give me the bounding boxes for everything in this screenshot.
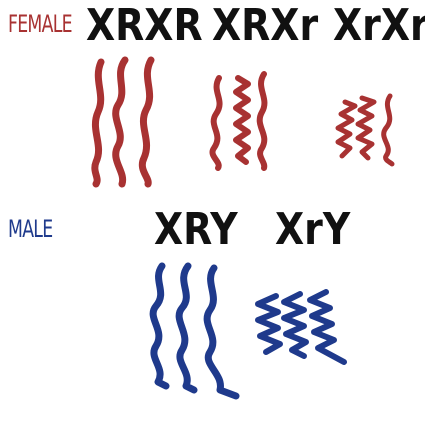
genotype-female-homozygous-recessive: XrXr (333, 0, 425, 51)
chromosome-x-short (255, 293, 283, 355)
chromosome-group-male-xry-rec (255, 289, 347, 365)
male-label: MALE (8, 215, 53, 243)
chromosome-x-short (355, 95, 377, 161)
chromosome-group-female-xrxr-het (209, 71, 268, 171)
genotype-male-recessive: XrY (275, 204, 351, 255)
chromosome-group-female-xrxr-rec (335, 93, 395, 167)
genotype-female-homozygous-dominant: XRXR (86, 0, 203, 51)
chromosome-x-long (138, 56, 155, 188)
chromosome-x-short (281, 291, 309, 359)
genotype-female-heterozygous: XRXr (212, 0, 319, 51)
chromosome-x-long (209, 75, 223, 171)
chromosome-x-short (335, 99, 358, 159)
genotype-male-dominant: XRY (154, 204, 238, 255)
chromosome-x-short (307, 289, 347, 365)
chromosome-x-long (112, 56, 129, 188)
chromosome-x-long (256, 71, 268, 171)
chromosome-group-female-xrxr (91, 56, 155, 188)
female-label: FEMALE (8, 10, 73, 38)
chromosome-x-long (175, 262, 198, 394)
chromosome-x-long (91, 58, 105, 188)
chromosome-x-short (381, 93, 395, 167)
chromosome-x-long (149, 262, 170, 390)
chromosome-x-short (233, 75, 251, 165)
chromosome-x-long (203, 264, 240, 400)
chromosome-group-male-xry (149, 262, 240, 400)
